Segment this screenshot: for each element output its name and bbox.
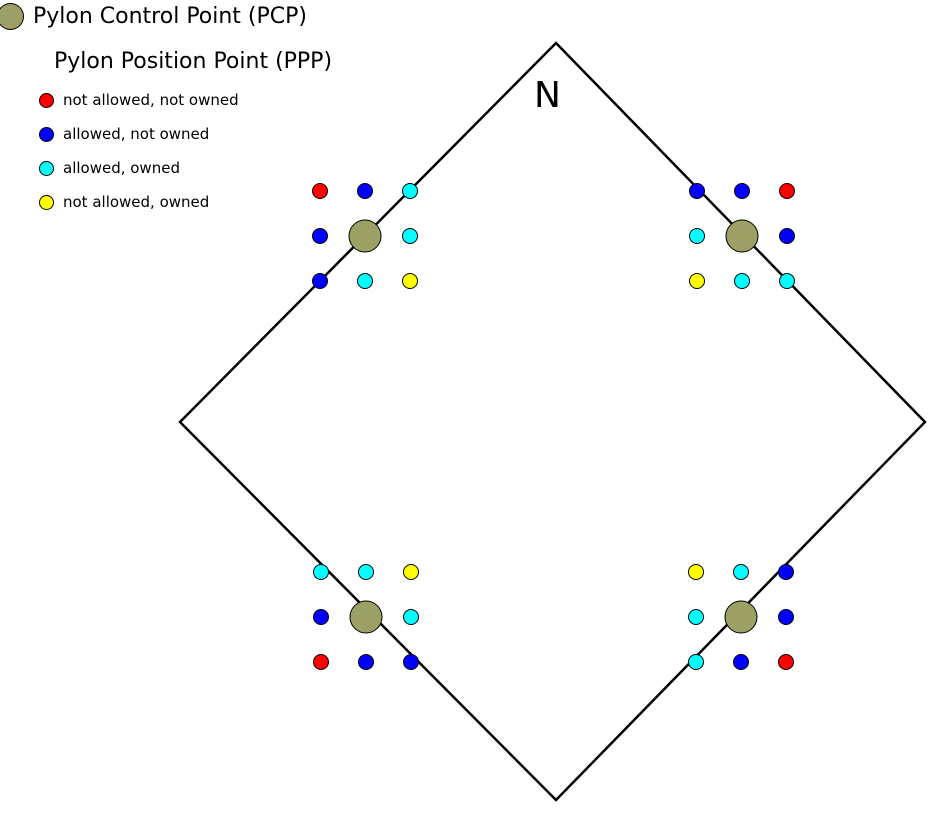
- ppp-marker-cyan: [689, 228, 705, 244]
- ppp-marker-cyan: [688, 654, 704, 670]
- legend-item-label: not allowed, not owned: [63, 91, 239, 109]
- ppp-legend-items: not allowed, not owned allowed, not owned…: [0, 91, 360, 211]
- legend-item-label: allowed, not owned: [63, 125, 210, 143]
- pcp-legend-label: Pylon Control Point (PCP): [33, 4, 307, 29]
- ppp-marker-cyan: [733, 564, 749, 580]
- ppp-marker-red: [779, 183, 795, 199]
- ppp-marker-yellow: [402, 273, 418, 289]
- ppp-marker-cyan: [357, 273, 373, 289]
- ppp-marker-cyan: [313, 564, 329, 580]
- ppp-marker-blue: [403, 654, 419, 670]
- ppp-marker-cyan: [358, 564, 374, 580]
- yellow-dot-icon: [39, 194, 54, 210]
- ppp-marker-blue: [734, 183, 750, 199]
- legend-item-blue: allowed, not owned: [39, 125, 360, 143]
- ppp-marker-cyan: [402, 183, 418, 199]
- pcp-swatch-icon: [0, 3, 24, 30]
- legend-item-red: not allowed, not owned: [39, 91, 360, 109]
- ppp-marker-cyan: [734, 273, 750, 289]
- red-dot-icon: [39, 92, 54, 108]
- north-label: N: [534, 75, 561, 116]
- ppp-marker-blue: [357, 183, 373, 199]
- ppp-marker-red: [313, 654, 329, 670]
- pcp-marker: [725, 219, 759, 253]
- ppp-marker-yellow: [688, 564, 704, 580]
- blue-dot-icon: [39, 126, 54, 142]
- ppp-marker-cyan: [779, 273, 795, 289]
- legend: Pylon Control Point (PCP) Pylon Position…: [0, 0, 360, 227]
- pylon-bottom-right: [688, 564, 794, 670]
- pcp-marker: [724, 600, 758, 634]
- ppp-marker-blue: [312, 228, 328, 244]
- pylon-top-right: [689, 183, 795, 289]
- legend-item-label: not allowed, owned: [63, 193, 210, 211]
- ppp-marker-yellow: [689, 273, 705, 289]
- ppp-marker-cyan: [688, 609, 704, 625]
- legend-item-cyan: allowed, owned: [39, 159, 360, 177]
- boundary-diamond: [178, 41, 927, 802]
- ppp-marker-blue: [689, 183, 705, 199]
- ppp-marker-red: [312, 183, 328, 199]
- ppp-marker-blue: [358, 654, 374, 670]
- ppp-marker-blue: [779, 228, 795, 244]
- ppp-marker-blue: [778, 564, 794, 580]
- ppp-marker-blue: [778, 609, 794, 625]
- legend-item-label: allowed, owned: [63, 159, 180, 177]
- ppp-legend-title: Pylon Position Point (PPP): [54, 49, 333, 74]
- pylon-bottom-left: [313, 564, 419, 670]
- pcp-marker: [348, 219, 382, 253]
- ppp-marker-red: [778, 654, 794, 670]
- ppp-marker-blue: [733, 654, 749, 670]
- legend-item-yellow: not allowed, owned: [39, 193, 360, 211]
- ppp-marker-cyan: [402, 228, 418, 244]
- ppp-marker-blue: [313, 609, 329, 625]
- legend-pcp-row: Pylon Control Point (PCP): [0, 3, 360, 30]
- ppp-marker-cyan: [403, 609, 419, 625]
- cyan-dot-icon: [39, 160, 54, 176]
- pylon-top-left: [312, 183, 418, 289]
- pcp-marker: [349, 600, 383, 634]
- ppp-marker-yellow: [403, 564, 419, 580]
- ppp-marker-blue: [312, 273, 328, 289]
